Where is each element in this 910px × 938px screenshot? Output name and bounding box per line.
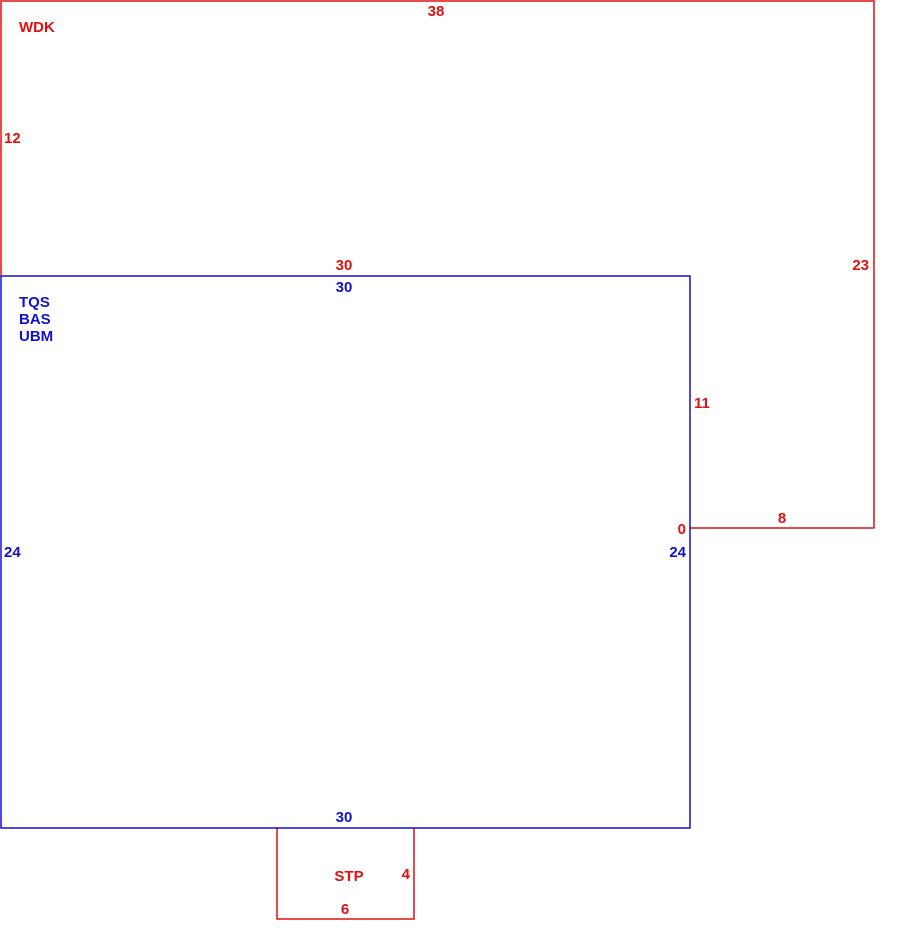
- wdk-dim-step-corner: 0: [678, 521, 686, 538]
- main-code-label-2: BAS: [19, 311, 51, 328]
- stp-outline: [276, 828, 415, 920]
- main-dim-left: 24: [4, 544, 21, 561]
- wdk-dim-left-upper: 12: [4, 130, 21, 147]
- main-code-label-1: TQS: [19, 294, 50, 311]
- wdk-dim-right: 23: [852, 257, 869, 274]
- stp-dim-right: 4: [402, 866, 411, 883]
- wdk-dim-top: 38: [428, 3, 445, 20]
- main-dim-top: 30: [336, 279, 353, 296]
- wdk-dim-bottom-inner: 30: [336, 257, 353, 274]
- stp-dim-bottom: 6: [341, 901, 349, 918]
- main-dim-bottom: 30: [336, 809, 353, 826]
- main-area-outline: [0, 275, 691, 829]
- wdk-dim-step-vertical: 11: [694, 395, 710, 412]
- wdk-outline: [0, 0, 875, 529]
- wdk-dim-step-horizontal: 8: [778, 510, 786, 527]
- main-code-label-3: UBM: [19, 328, 53, 345]
- stp-code-label: STP: [334, 868, 363, 885]
- main-dim-right: 24: [669, 544, 686, 561]
- wdk-code-label: WDK: [19, 19, 55, 36]
